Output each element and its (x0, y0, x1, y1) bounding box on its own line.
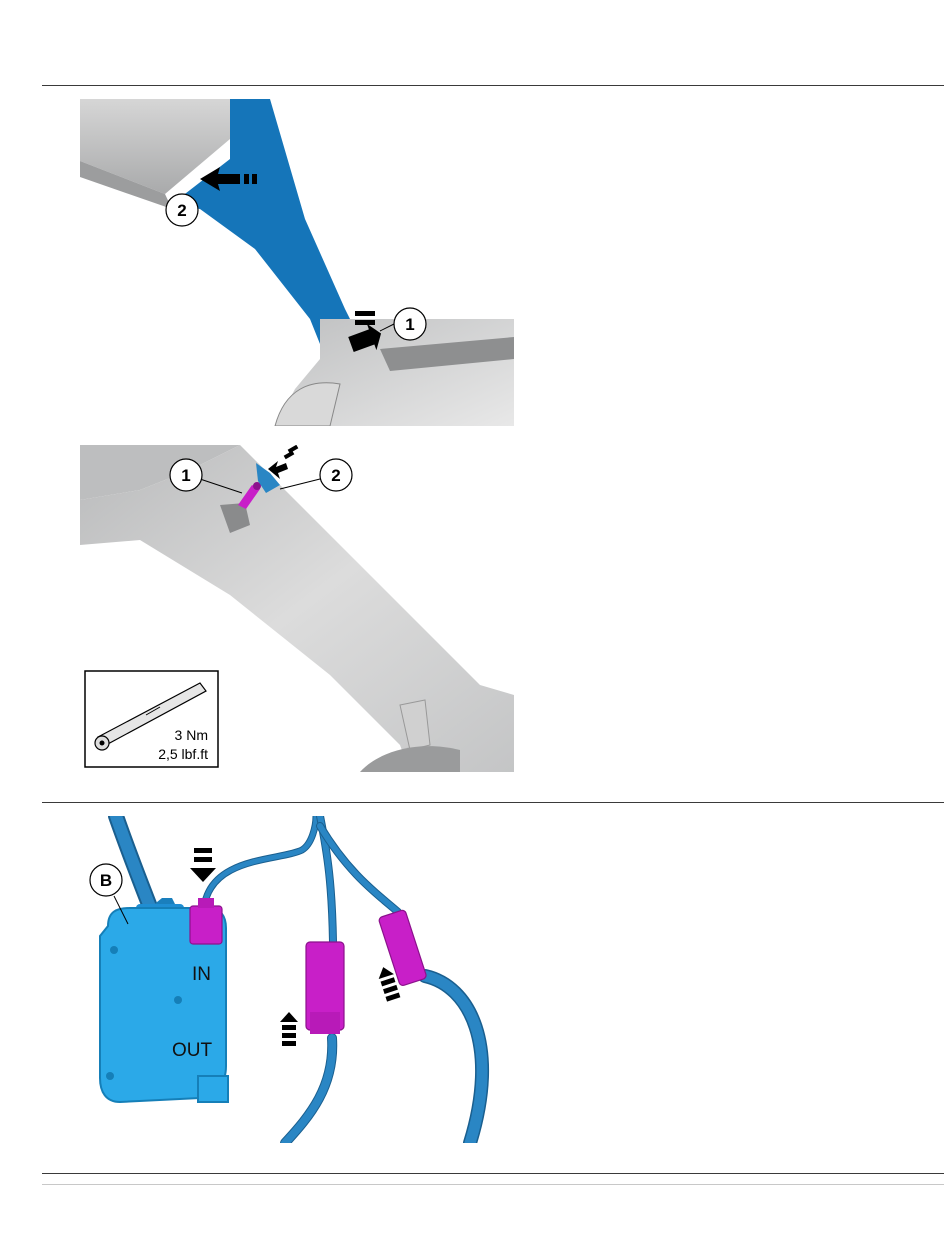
callout-2: 2 (166, 194, 198, 226)
middle-divider (42, 802, 944, 803)
svg-text:2: 2 (331, 466, 340, 485)
module-connector-illustration: IN OUT (80, 816, 514, 1143)
a-pillar-illustration: 1 2 (80, 99, 514, 426)
callout-1: 1 (170, 459, 202, 491)
a-pillar-fastener-illustration: 1 2 3 Nm 2,5 lbf.ft (80, 445, 514, 772)
top-divider (42, 85, 944, 86)
port-label-out: OUT (172, 1040, 213, 1061)
callout-2: 2 (320, 459, 352, 491)
connector-center (306, 942, 344, 1034)
svg-text:1: 1 (181, 466, 190, 485)
svg-text:1: 1 (405, 315, 414, 334)
torque-value-nm: 3 Nm (175, 727, 208, 743)
bottom-divider (42, 1173, 944, 1174)
footer-divider (42, 1184, 944, 1185)
figure-trim-fastener-torque: 1 2 3 Nm 2,5 lbf.ft (80, 445, 514, 772)
port-label-in: IN (192, 964, 211, 985)
torque-spec-box: 3 Nm 2,5 lbf.ft (85, 671, 218, 767)
figure-module-connectors: IN OUT (80, 816, 514, 1143)
svg-text:B: B (100, 871, 112, 890)
torque-value-lbf-ft: 2,5 lbf.ft (158, 746, 208, 762)
figure-a-pillar-trim-removal: 1 2 (80, 99, 514, 426)
svg-text:2: 2 (177, 201, 186, 220)
